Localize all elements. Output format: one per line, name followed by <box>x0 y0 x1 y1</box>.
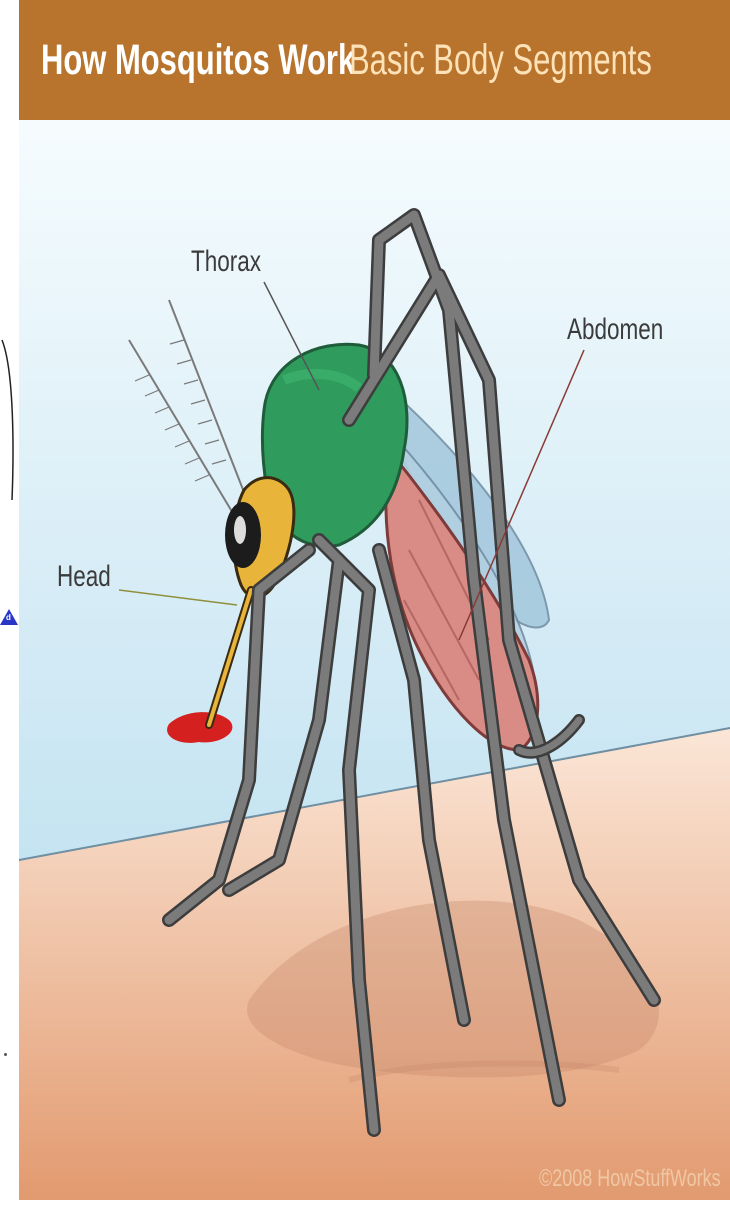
illustration: Thorax Abdomen Head ©2008 HowStuffWorks <box>19 120 730 1200</box>
title-subtitle: Basic Body Segments <box>349 36 652 85</box>
page-fragment-curve <box>0 330 19 510</box>
copyright-text: ©2008 HowStuffWorks <box>539 1165 721 1193</box>
head-label: Head <box>57 560 111 594</box>
abdomen-label: Abdomen <box>567 313 663 347</box>
title-bar: How Mosquitos Work Basic Body Segments <box>19 0 730 120</box>
left-dot <box>4 1053 7 1056</box>
expand-widget-label: d <box>6 614 11 622</box>
mosquito-illustration <box>19 120 730 1200</box>
left-margin-strip <box>0 0 19 1200</box>
title-main: How Mosquitos Work <box>41 36 355 85</box>
thorax-label: Thorax <box>191 245 261 279</box>
expand-widget[interactable]: d <box>0 608 19 626</box>
